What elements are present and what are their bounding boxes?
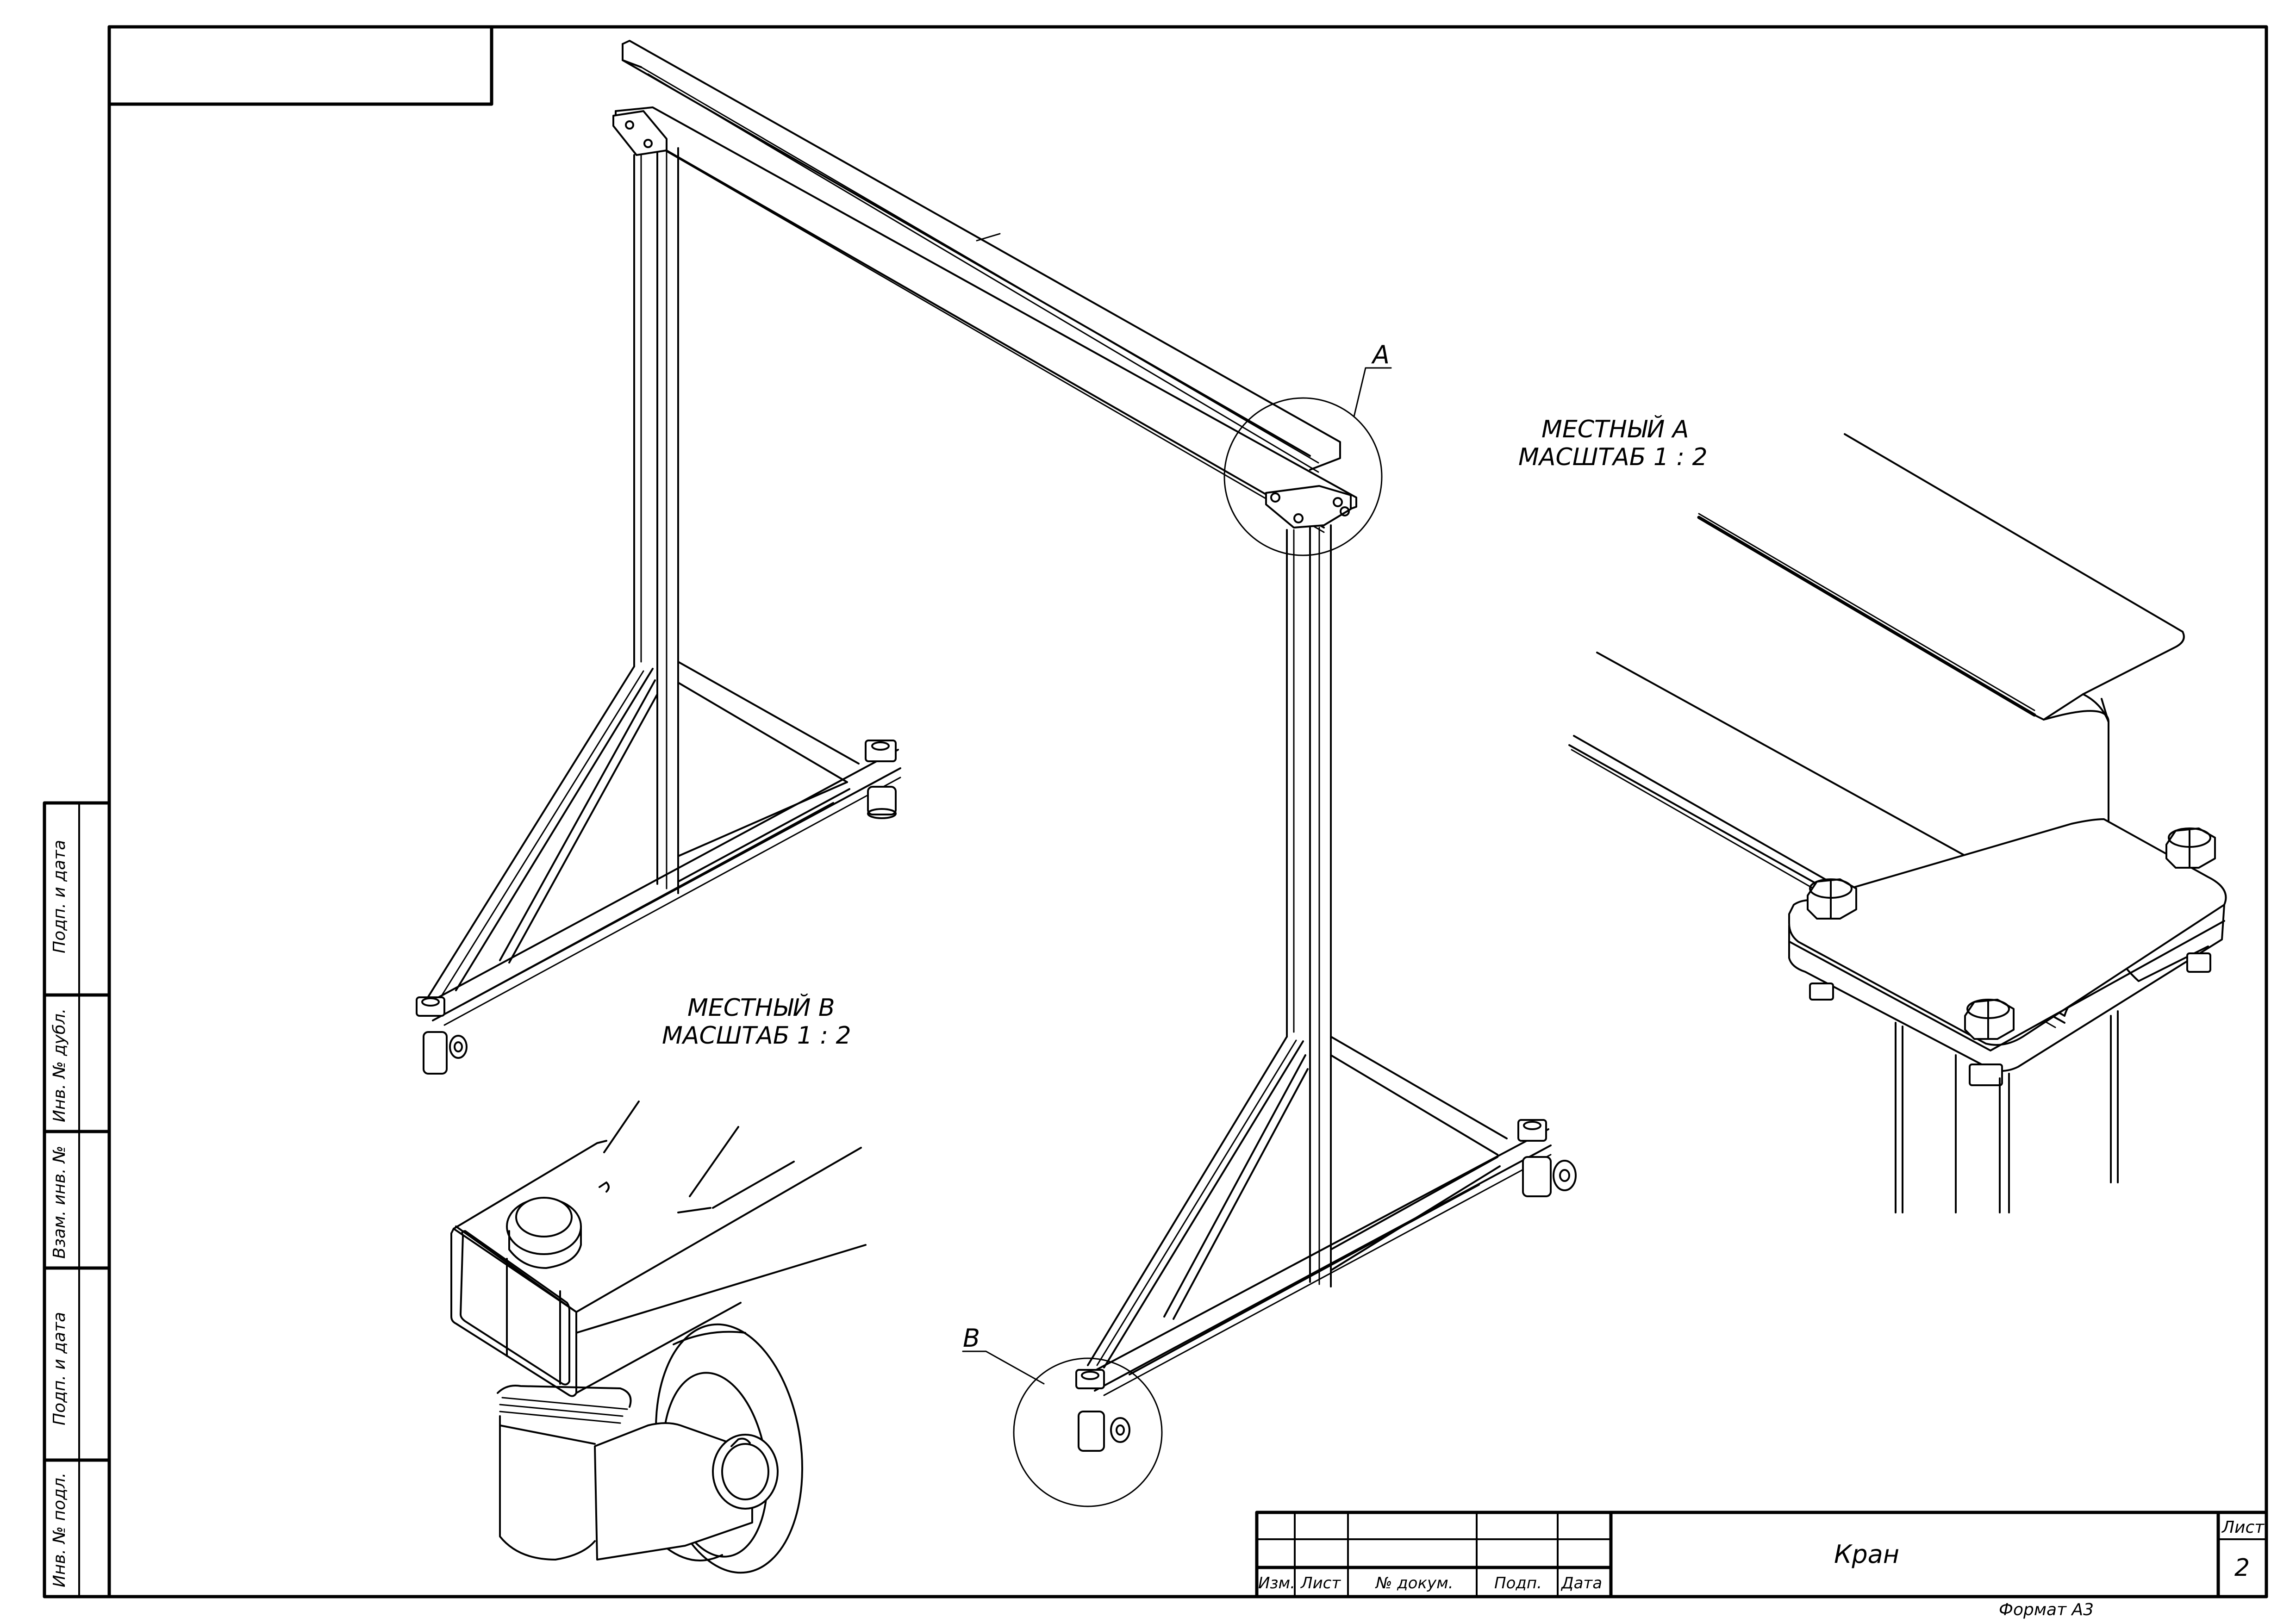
- tb-title: Кран: [1834, 1540, 1899, 1569]
- side-strip-label-4: Подп. и дата: [50, 1312, 69, 1425]
- side-strip-label-1: Подп. и дата: [50, 840, 69, 953]
- detail-a-view: МЕСТНЫЙ А МАСШТАБ 1 : 2: [1518, 415, 2227, 1213]
- tb-header-izm: Изм.: [1258, 1574, 1295, 1592]
- top-left-stamp-box: [107, 25, 493, 106]
- bolt-3: [1964, 999, 2015, 1040]
- format-label: Формат А3: [1999, 1600, 2094, 1619]
- side-strip-label-2: Инв. № дубл.: [50, 1008, 69, 1122]
- callout-circle-b: [1013, 1357, 1163, 1507]
- detail-b-view: МЕСТНЫЙ В МАСШТАБ 1 : 2: [450, 994, 867, 1574]
- tb-sheet-label: Лист: [2221, 1518, 2265, 1537]
- callout-a-label: A: [1371, 340, 1390, 369]
- callout-b-label: B: [963, 1324, 980, 1353]
- tb-header-doc: № докум.: [1375, 1574, 1454, 1592]
- tb-header-date: Дата: [1560, 1574, 1602, 1592]
- detail-a-title: МЕСТНЫЙ А: [1541, 415, 1689, 443]
- side-strip-label-3: Взам. инв. №: [50, 1146, 69, 1259]
- title-block: Изм. Лист № докум. Подп. Дата Кран Лист …: [1255, 1511, 2268, 1598]
- tb-header-sign: Подп.: [1494, 1574, 1542, 1592]
- side-strip: Подп. и дата Инв. № дубл. Взам. инв. № П…: [43, 801, 111, 1598]
- detail-b-title: МЕСТНЫЙ В: [687, 994, 835, 1022]
- detail-a-scale: МАСШТАБ 1 : 2: [1518, 443, 1708, 471]
- bolt-1: [1807, 878, 1857, 920]
- crane-main-view: A B: [416, 40, 1577, 1507]
- side-strip-label-5: Инв. № подл.: [50, 1473, 69, 1587]
- bolt-2: [2165, 827, 2216, 869]
- detail-b-scale: МАСШТАБ 1 : 2: [662, 1022, 851, 1050]
- drawing-frame: [107, 25, 2268, 1598]
- callout-circle-a: [1223, 397, 1383, 556]
- tb-sheet-number: 2: [2234, 1554, 2250, 1582]
- tb-header-list: Лист: [1300, 1574, 1341, 1592]
